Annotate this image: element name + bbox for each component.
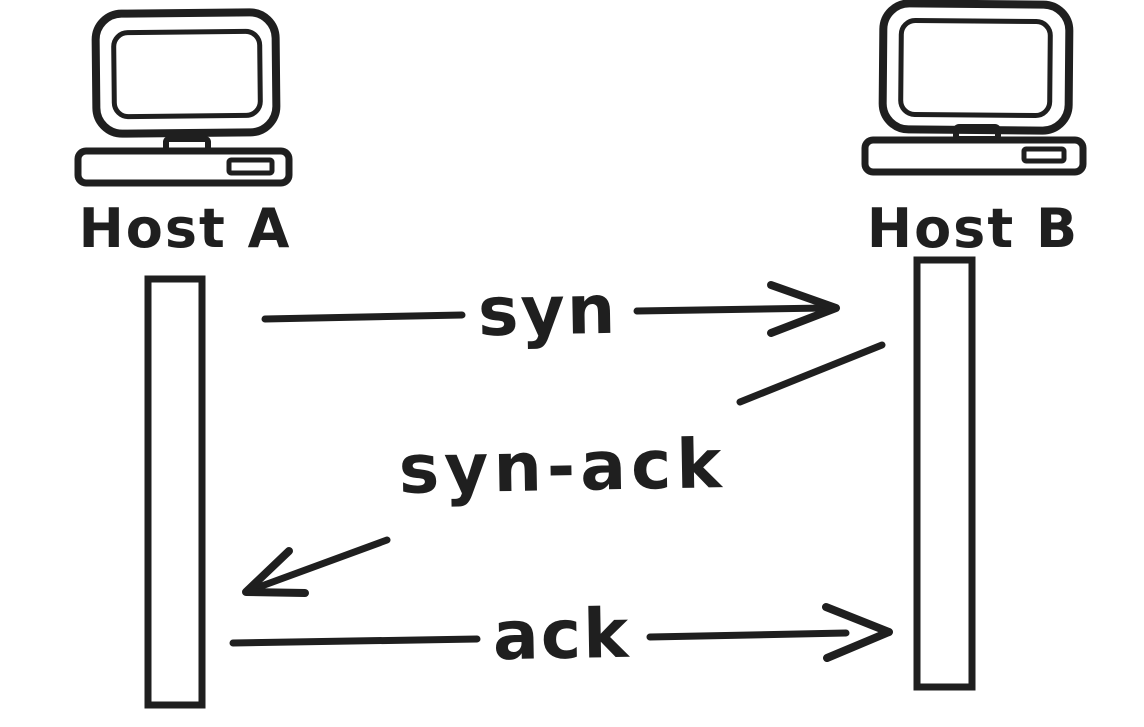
- computer-icon: [74, 8, 293, 187]
- host-a-lifeline: [144, 275, 206, 709]
- host-b-node: Host B: [861, 0, 1087, 691]
- monitor-outline: [91, 8, 281, 138]
- syn-ack-line-lower: [244, 536, 391, 595]
- ack-line-right: [646, 629, 850, 641]
- ack-label: ack: [492, 595, 631, 676]
- disk-slot: [226, 157, 275, 176]
- syn-ack-label: syn-ack: [398, 425, 727, 510]
- ack-arrowhead-right-icon: [822, 603, 893, 662]
- host-a-label: Host A: [79, 197, 292, 260]
- computer-icon: [861, 0, 1087, 176]
- syn-line-left: [261, 311, 466, 323]
- syn-ack-message: syn-ack: [242, 341, 886, 597]
- monitor-screen: [111, 28, 263, 120]
- disk-slot: [1021, 146, 1067, 164]
- syn-message: syn: [261, 271, 840, 352]
- host-b-lifeline: [913, 256, 976, 691]
- host-a-node: Host A: [74, 8, 293, 709]
- ack-line-left: [229, 635, 481, 647]
- host-b-label: Host B: [867, 197, 1079, 260]
- computer-base: [861, 136, 1087, 176]
- syn-arrowhead-right-icon: [767, 281, 840, 337]
- computer-base: [74, 147, 293, 187]
- monitor-screen: [898, 17, 1053, 119]
- syn-line-right: [633, 304, 830, 315]
- ack-message: ack: [229, 595, 893, 676]
- syn-ack-line-upper: [736, 341, 886, 406]
- syn-label: syn: [477, 271, 618, 352]
- syn-ack-arrowhead-left-icon: [242, 547, 309, 597]
